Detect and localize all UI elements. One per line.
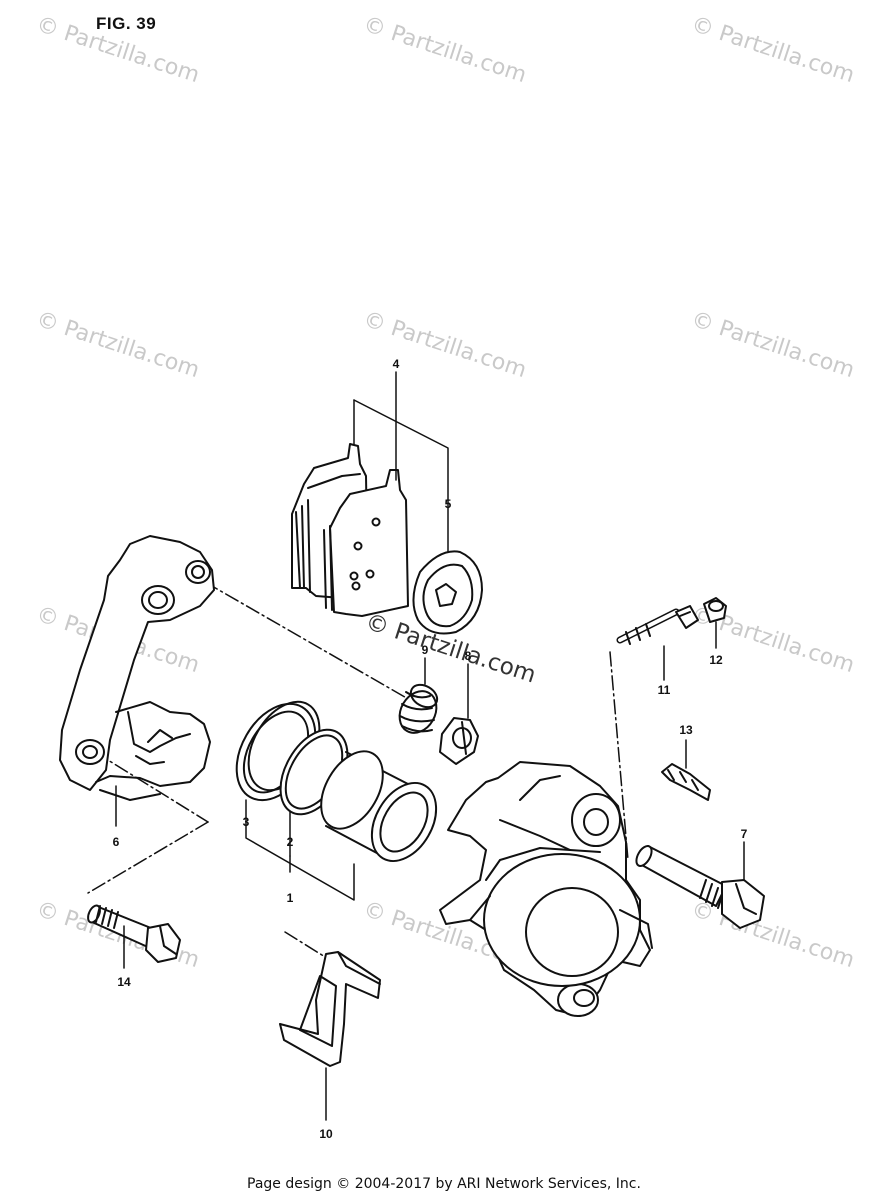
- watermark: © Partzilla.com: [360, 12, 529, 88]
- bleeder-valve: [616, 605, 699, 645]
- watermark: © Partzilla.com: [688, 12, 857, 88]
- callout-8: 8: [465, 649, 472, 663]
- page-footer: Page design © 2004-2017 by ARI Network S…: [247, 1176, 641, 1192]
- callout-4: 4: [393, 357, 400, 371]
- callout-6: 6: [113, 835, 120, 849]
- pad-spring: [279, 951, 381, 1067]
- callout-1: 1: [287, 891, 294, 905]
- watermark: © Partzilla.com: [33, 12, 202, 88]
- assembly-lines: [87, 581, 629, 961]
- callout-bracket: [353, 371, 449, 557]
- callout-bracket: [245, 799, 355, 901]
- pad-spring-clip: [661, 763, 711, 801]
- callout-5: 5: [445, 497, 452, 511]
- piston: [320, 750, 438, 862]
- watermark: © Partzilla.com: [33, 307, 202, 383]
- figure-title: FIG. 39: [96, 14, 157, 33]
- caliper-body: [439, 761, 653, 1017]
- callout-3: 3: [243, 815, 250, 829]
- watermark: © Partzilla.com: [688, 897, 857, 973]
- bushing: [439, 717, 479, 765]
- callout-14: 14: [117, 975, 131, 989]
- watermark: © Partzilla.com: [688, 307, 857, 383]
- callout-10: 10: [319, 1127, 333, 1141]
- callout-12: 12: [709, 653, 723, 667]
- callout-11: 11: [658, 683, 671, 697]
- callout-leader: [663, 621, 717, 681]
- callout-7: 7: [741, 827, 748, 841]
- callout-2: 2: [287, 835, 294, 849]
- bleeder-cap: [703, 597, 727, 623]
- callout-labels: 1 2 3 4 5 6 7 8 9 10 11 12 13 14: [113, 357, 748, 1141]
- watermarks: © Partzilla.com © Partzilla.com © Partzi…: [33, 12, 857, 973]
- pin-boot: [398, 683, 439, 734]
- shim-plate: [412, 550, 483, 635]
- watermark: © Partzilla.com: [360, 307, 529, 383]
- callout-13: 13: [679, 723, 693, 737]
- callout-leader: [424, 657, 469, 719]
- callout-9: 9: [422, 643, 429, 657]
- caliper-holder: [59, 535, 215, 801]
- brake-pad-set: [291, 443, 409, 617]
